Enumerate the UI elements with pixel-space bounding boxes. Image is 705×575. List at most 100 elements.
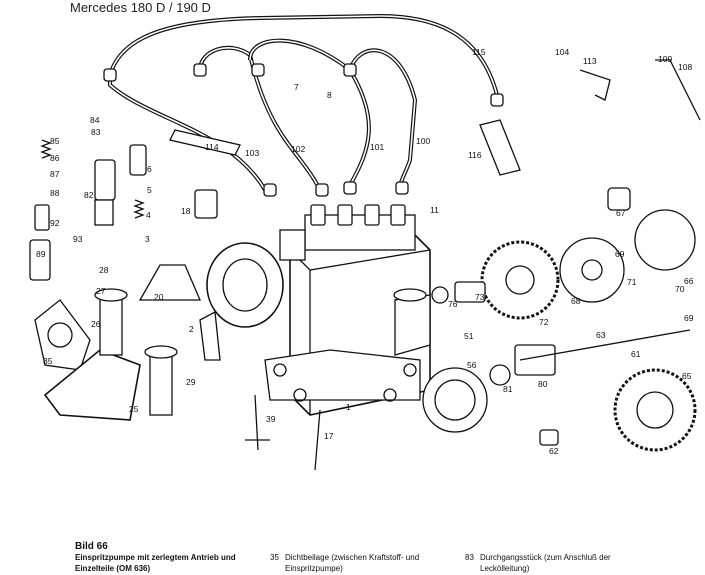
part-number-label: 69: [684, 313, 694, 323]
part-number-label: 2: [189, 324, 194, 334]
part-number-label: 100: [416, 136, 430, 146]
gear-hub: [636, 391, 674, 429]
figure-title: Einspritzpumpe mit zerlegtem Antrieb und…: [75, 553, 236, 573]
part-number-label: 86: [50, 153, 60, 163]
part-number-label: 67: [616, 208, 626, 218]
part-number-label: 66: [684, 276, 694, 286]
part-number-label: 11: [430, 205, 439, 215]
union-nut: [193, 63, 207, 77]
part-number-label: 85: [50, 136, 60, 146]
part-number-label: 101: [370, 142, 384, 152]
primer-knob: [144, 345, 178, 359]
part-number-label: 68: [571, 296, 581, 306]
valve: [129, 144, 147, 176]
part-number-label: 63: [596, 330, 606, 340]
part-number-label: 82: [84, 190, 94, 200]
delivery-valve: [390, 204, 406, 226]
part-number-label: 62: [549, 446, 559, 456]
part-number-label: 35: [43, 356, 53, 366]
part-number-label: 102: [291, 144, 305, 154]
rod-39: [245, 394, 270, 451]
bolt: [273, 363, 287, 377]
figure-number: Bild 66: [75, 541, 108, 552]
part-number-label: 8: [327, 90, 332, 100]
part-number-label: 88: [50, 188, 60, 198]
circlip: [489, 364, 511, 386]
part-number-label: 7: [294, 82, 299, 92]
part-number-label: 61: [631, 349, 641, 359]
nozzle: [94, 199, 114, 226]
union-nut: [343, 63, 357, 77]
gasket-56: [422, 367, 488, 433]
bolt: [293, 388, 307, 402]
part-number-label: 4: [146, 210, 151, 220]
part-number-label: 5: [147, 185, 152, 195]
bearing-sleeve: [514, 344, 556, 376]
feed-pump: [43, 349, 141, 421]
washer: [431, 286, 449, 304]
bolt: [403, 363, 417, 377]
part-number-label: 93: [73, 234, 83, 244]
union-nut: [263, 183, 277, 197]
part-number-label: 69: [615, 249, 625, 259]
plunger-knob: [393, 288, 427, 302]
part-number-label: 71: [627, 277, 637, 287]
gasket-hole: [47, 322, 73, 348]
spring: [133, 199, 145, 219]
part-number-label: 20: [154, 292, 164, 302]
union-nut: [315, 183, 329, 197]
drive-shaft: [519, 329, 691, 361]
part-number-label: 115: [472, 47, 486, 57]
part-number-label: 76: [448, 299, 458, 309]
nozzle-holder: [94, 159, 116, 201]
fitting: [29, 239, 51, 281]
sleeve: [34, 204, 50, 231]
part-number-label: 72: [539, 317, 549, 327]
part-number-label: 18: [181, 206, 191, 216]
lever: [579, 69, 611, 101]
part-number-label: 28: [99, 265, 109, 275]
legend-text: Durchgangsstück (zum Anschluß der Lecköl…: [480, 553, 611, 573]
part-number-label: 92: [50, 218, 60, 228]
part-number-label: 113: [583, 56, 597, 66]
part-number-label: 3: [145, 234, 150, 244]
bracket: [479, 119, 521, 176]
part-number-label: 84: [90, 115, 100, 125]
delivery-valve: [337, 204, 353, 226]
part-number-label: 104: [555, 47, 569, 57]
legend-number: 83: [465, 553, 474, 562]
gasket-hole: [434, 379, 476, 421]
part-number-label: 39: [266, 414, 276, 424]
gear-hub: [505, 265, 535, 295]
part-number-label: 27: [96, 286, 106, 296]
injection-line-inner: [349, 49, 416, 191]
bolt: [383, 388, 397, 402]
lever: [655, 59, 701, 121]
union-nut: [343, 181, 357, 195]
primer-pump: [149, 354, 173, 416]
part-number-label: 56: [467, 360, 477, 370]
delivery-valve: [364, 204, 380, 226]
filter-cap: [194, 189, 218, 219]
stud-17: [314, 409, 321, 471]
diaphragm-cover: [138, 264, 201, 301]
part-number-label: 17: [324, 431, 334, 441]
part-number-label: 103: [245, 148, 259, 158]
pump-base: [264, 349, 421, 401]
part-number-label: 114: [205, 142, 219, 152]
page-header: Mercedes 180 D / 190 D: [70, 0, 215, 15]
part-number-label: 51: [464, 331, 474, 341]
union-nut: [103, 68, 117, 82]
part-number-label: 109: [658, 54, 672, 64]
drive-gear: [480, 240, 560, 320]
legend-number: 35: [270, 553, 279, 562]
plunger: [394, 294, 431, 356]
part-number-label: 26: [91, 319, 101, 329]
bushing: [607, 187, 631, 211]
part-number-label: 1: [346, 402, 351, 412]
injection-line-inner: [109, 15, 498, 96]
coupling-flange: [559, 237, 625, 303]
delivery-valve: [310, 204, 326, 226]
union-nut: [395, 181, 409, 195]
bracket-2: [199, 310, 221, 361]
